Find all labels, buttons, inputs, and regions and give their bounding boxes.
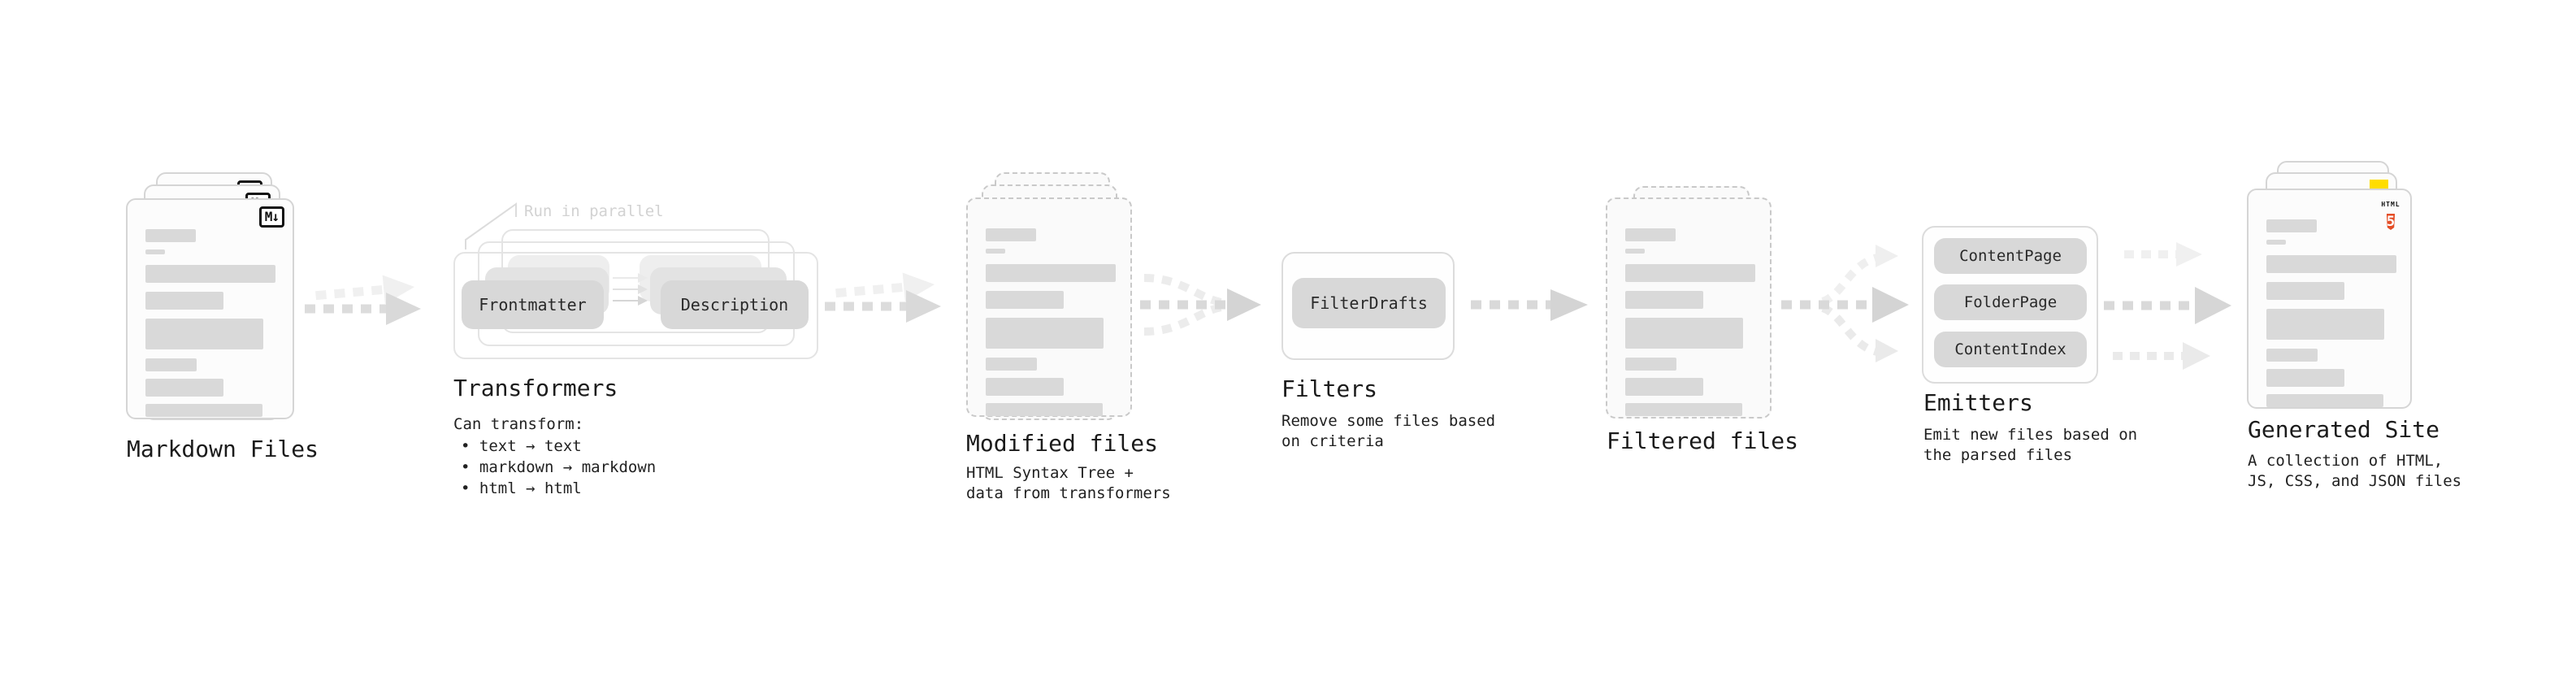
javascript-icon xyxy=(2370,180,2388,189)
arrow-emitters-to-site xyxy=(2104,242,2231,370)
filtered-file-card xyxy=(1606,197,1772,419)
document-placeholder-lines xyxy=(1625,228,1755,416)
transformer-frame-front xyxy=(453,252,818,359)
arrow-filters-to-filtered xyxy=(1471,289,1588,321)
generated-site-label: Generated Site xyxy=(2248,416,2440,443)
transform-arrow-icon xyxy=(613,296,648,306)
transformers-desc-title: Can transform: xyxy=(453,415,584,433)
filtered-files-label: Filtered files xyxy=(1607,427,1799,454)
filters-label: Filters xyxy=(1281,375,1378,402)
modified-files-label: Modified files xyxy=(966,430,1159,457)
transformers-bullet-2: • markdown → markdown xyxy=(461,458,657,476)
document-placeholder-lines xyxy=(986,228,1116,416)
frontmatter-pill: Frontmatter xyxy=(462,280,604,329)
arrow-markdown-to-transformers xyxy=(305,275,421,325)
document-placeholder-lines xyxy=(145,229,275,417)
filters-desc: Remove some files based on criteria xyxy=(1281,412,1496,450)
markdown-icon: M↓ xyxy=(258,206,284,228)
site-file-card: HTML 5 xyxy=(2247,189,2412,409)
markdown-file-card: M↓ xyxy=(126,198,294,419)
contentpage-pill: ContentPage xyxy=(1934,238,2087,274)
folderpage-pill: FolderPage xyxy=(1934,284,2087,320)
transformers-label: Transformers xyxy=(453,375,618,401)
document-placeholder-lines xyxy=(2266,219,2396,407)
arrow-modified-to-filters-merge xyxy=(1140,274,1261,336)
modified-file-card xyxy=(966,197,1132,417)
transformers-bullet-1: • text → text xyxy=(461,437,582,455)
contentindex-pill: ContentIndex xyxy=(1934,332,2087,367)
filterdrafts-pill: FilterDrafts xyxy=(1292,278,1446,328)
emitters-desc: Emit new files based on the parsed files xyxy=(1923,426,2138,464)
transformers-bullet-3: • html → html xyxy=(461,479,582,497)
description-pill: Description xyxy=(661,280,809,329)
emitters-label: Emitters xyxy=(1923,389,2033,416)
arrow-transformers-to-modified xyxy=(825,272,941,323)
html5-icon: HTML 5 xyxy=(2381,201,2400,230)
markdown-files-label: Markdown Files xyxy=(127,436,319,462)
arrow-filtered-to-emitters-fanout xyxy=(1781,245,1909,362)
transform-arrow-icon xyxy=(613,284,648,294)
run-in-parallel-callout-line xyxy=(465,202,517,249)
modified-files-desc: HTML Syntax Tree + data from transformer… xyxy=(966,464,1171,502)
generated-site-desc: A collection of HTML, JS, CSS, and JSON … xyxy=(2248,452,2462,490)
transform-arrow-icon xyxy=(613,273,648,283)
run-in-parallel-note: Run in parallel xyxy=(524,202,664,220)
